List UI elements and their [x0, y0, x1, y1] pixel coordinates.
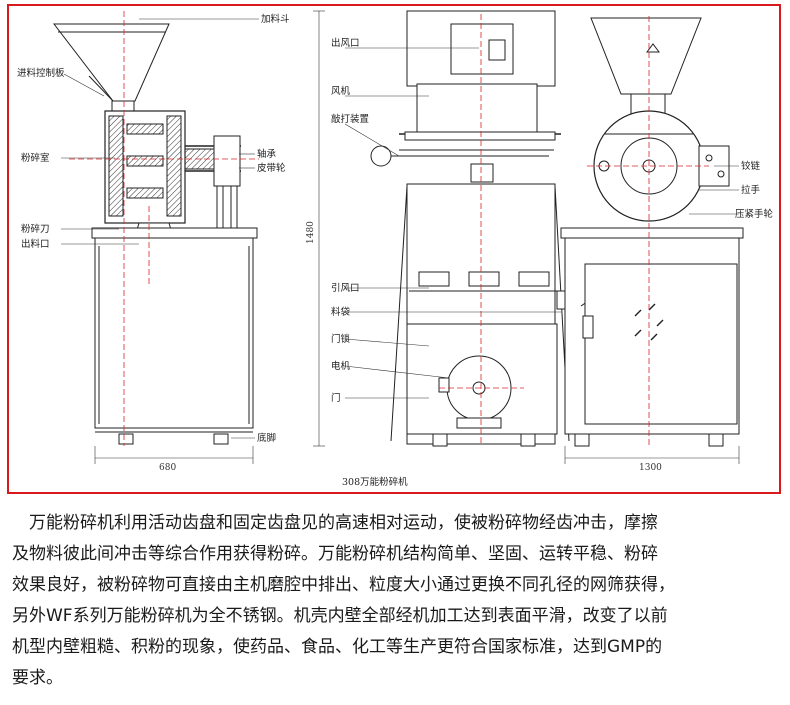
label-feed-control: 进料控制板 [17, 67, 65, 79]
description-line: 万能粉碎机利用活动齿盘和固定齿盘见的高速相对运动，使被粉碎物经齿冲击，摩擦 [12, 513, 658, 533]
label-hinge: 铰链 [741, 160, 761, 172]
label-crush-chamber: 粉碎室 [21, 152, 50, 164]
label-base: 底脚 [257, 432, 276, 444]
front-view [313, 10, 570, 447]
label-door-lock: 门锁 [331, 333, 351, 345]
dim-height: 1480 [306, 221, 316, 244]
side-dimension [94, 446, 254, 464]
label-shake-device: 敲打装置 [331, 113, 369, 125]
description-line: 机型内壁粗糙、积粉的现象，使药品、食品、化工等生产更符合国家标准，达到GMP的 [12, 637, 663, 657]
label-material-bag: 料袋 [331, 306, 351, 318]
end-centerlines [587, 16, 709, 446]
description-line: 另外WF系列万能粉碎机为全不锈钢。机壳内壁全部经机加工达到表面平滑，改变了以前 [12, 606, 668, 626]
dim-right-width: 1300 [639, 463, 662, 473]
label-handle: 拉手 [741, 184, 761, 196]
side-view [52, 23, 258, 445]
label-belt-pulley: 皮带轮 [257, 162, 286, 174]
machine-drawing: 加料斗 进料控制板 粉碎室 粉碎刀 出料口 轴承 皮带轮 底脚 680 1480… [17, 10, 774, 488]
hopper-shape [52, 23, 170, 112]
front-leaders [344, 47, 561, 399]
label-outlet: 出料口 [21, 238, 50, 250]
side-leaders [61, 18, 259, 439]
side-centerlines [69, 11, 259, 446]
diagram-frame: 加料斗 进料控制板 粉碎室 粉碎刀 出料口 轴承 皮带轮 底脚 680 1480… [7, 4, 781, 494]
end-dimension [564, 446, 740, 464]
label-door: 门 [331, 392, 341, 404]
end-view [560, 17, 744, 447]
label-crush-blade: 粉碎刀 [21, 223, 50, 235]
description-text: 万能粉碎机利用活动齿盘和固定齿盘见的高速相对运动，使被粉碎物经齿冲击，摩擦 及物… [12, 508, 782, 694]
description-line: 效果良好，被粉碎物可直接由主机磨腔中排出、粒度大小通过更换不同孔径的网筛获得， [12, 575, 675, 595]
base-cabinet-shape [91, 227, 258, 445]
label-hopper: 加料斗 [261, 13, 290, 25]
crush-chamber-shape [104, 110, 241, 224]
diagram-caption: 308万能粉碎机 [342, 476, 408, 488]
description-line: 要求。 [12, 668, 63, 688]
label-fan: 风机 [331, 85, 351, 97]
handwheel-shape [370, 145, 392, 167]
end-leaders [689, 165, 739, 215]
label-tension-wheel: 压紧手轮 [735, 208, 774, 220]
label-bearing: 轴承 [257, 148, 277, 160]
front-centerlines [439, 14, 524, 446]
label-air-inlet: 引风口 [331, 283, 360, 294]
label-air-outlet: 出风口 [331, 37, 360, 49]
description-line: 及物料彼此间冲击等综合作用获得粉碎。万能粉碎机结构简单、坚固、运转平稳、粉碎 [12, 544, 658, 564]
dim-left-width: 680 [159, 463, 176, 473]
label-motor: 电机 [331, 360, 351, 372]
